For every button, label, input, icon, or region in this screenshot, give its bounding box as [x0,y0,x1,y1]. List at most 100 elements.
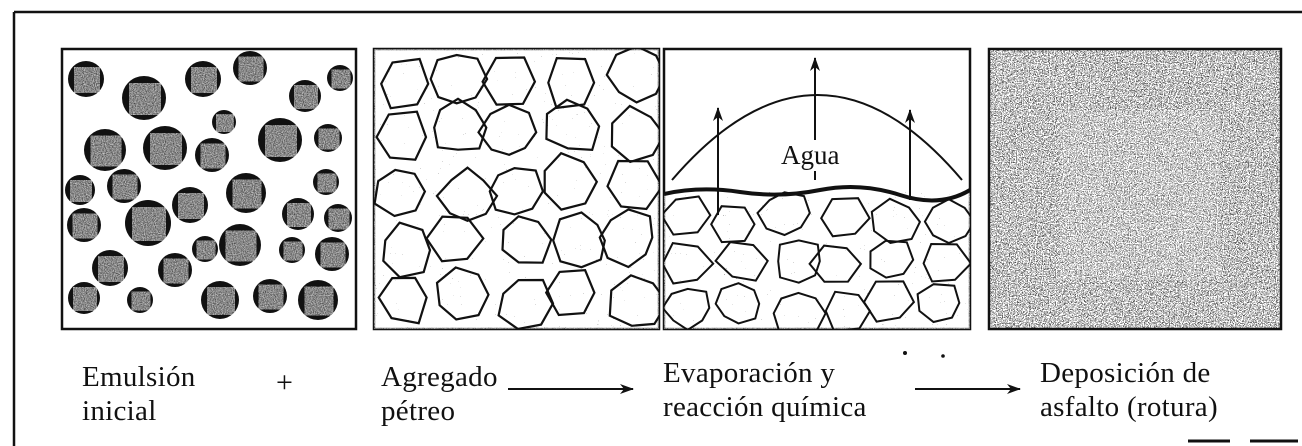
emulsion-droplet-core [200,143,226,169]
stage-label-emulsion-line2: inicial [82,395,157,427]
emulsion-droplet-core [287,203,311,227]
emulsion-droplet-core [74,67,100,93]
aggregate-stone [544,269,596,317]
aggregate-stone [922,242,970,283]
figure-border [12,10,1302,446]
aggregate-stone [777,239,821,284]
aggregate-stone [824,290,872,329]
emulsion-droplet-core [191,67,217,93]
water-label: Agua [777,140,844,171]
aggregate-stone [714,282,761,325]
aggregate-stone [610,104,659,164]
plus-operator: + [276,366,293,399]
emulsion-droplet-core [150,133,182,165]
aggregate-stone [664,287,711,329]
stage-label-deposition-line1: Deposición de [1040,357,1211,389]
aggregate-stone [923,198,970,245]
aggregate-stone [808,244,863,283]
aggregate-stone [377,276,428,325]
emulsion-panel [60,47,358,331]
aggregate-stone [488,166,545,216]
aggregate-stone [869,239,915,279]
aggregate-stone [375,110,428,161]
aggregate-stone [501,215,553,264]
aggregate-stone [756,191,811,237]
aggregate-layer [664,184,970,329]
emulsion-droplet-core [73,287,97,311]
speck-2 [941,354,945,358]
aggregate-stone [435,266,490,321]
aggregate-stones [374,49,659,329]
stage-label-evaporation-line1: Evaporación y [663,357,836,389]
emulsion-droplet-core [238,56,264,82]
emulsion-droplet-core [225,230,257,262]
aggregate-stone [477,103,538,156]
emulsion-droplet-core [178,193,204,219]
aggregate-stone [916,283,961,324]
emulsion-droplet-core [112,174,138,200]
emulsion-droplets [65,51,353,320]
stage-label-aggregate-line1: Agregado [381,361,498,393]
aggregate-stone [714,241,769,282]
evaporation-panel [662,47,972,331]
stage-label-evaporation-line2: reacción química [663,391,867,423]
aggregate-stone [608,274,659,327]
aggregate-stone [497,278,555,329]
aggregate-stone [710,205,756,244]
stage-label-emulsion-line1: Emulsión [82,361,196,393]
emulsion-droplet-core [304,286,334,316]
aggregate-stone [547,56,596,110]
emulsion-droplet-core [131,291,151,311]
aggregate-stone [433,97,488,151]
aggregate-stone [870,197,922,244]
aggregate-stone [664,242,715,285]
emulsion-droplet-core [318,128,340,150]
emulsion-droplet-core [328,208,350,230]
aggregate-stone [552,211,606,269]
emulsion-droplet-core [258,284,284,310]
emulsion-droplet-core [232,179,262,209]
emulsion-droplet-core [163,258,189,284]
emulsion-droplet-core [70,180,92,202]
emulsion-droplet-core [129,83,161,115]
aggregate-stone [435,166,499,222]
emulsion-droplet-core [320,242,346,268]
aggregate-stone [664,195,712,236]
aggregate-stone [481,56,537,106]
aggregate-stone [862,280,916,323]
speck-1 [903,351,907,355]
aggregate-stone [543,151,599,211]
stage-label-deposition: Deposición de asfalto (rotura) [1040,356,1218,424]
deposition-panel [987,47,1283,331]
aggregate-stone [598,208,654,269]
aggregate-stone [429,53,489,105]
emulsion-droplet-core [196,240,216,260]
emulsion-droplet-core [132,207,166,241]
emulsion-droplet-core [283,241,303,261]
emulsion-droplet-core [207,287,235,315]
aggregate-stone [425,215,485,263]
aggregate-stone [379,57,430,110]
emulsion-droplet-core [98,256,124,282]
aggregate-stone [545,98,601,152]
aggregate-stone [605,49,659,104]
aggregate-stone [772,291,827,329]
emulsion-droplet-core [317,173,337,193]
emulsion-droplet-core [331,69,351,89]
emulsion-droplet-core [72,213,98,239]
aggregate-panel [372,47,661,331]
aggregate-stone [374,168,427,218]
stage-label-aggregate-line2: pétreo [381,395,456,427]
emulsion-droplet-core [90,135,122,167]
aggregate-stone [382,221,432,279]
aggregate-stone [820,197,871,238]
aggregate-stone [606,159,659,211]
stage-label-deposition-line2: asfalto (rotura) [1040,391,1218,423]
evaporation-dome [671,94,963,181]
emulsion-droplet-core [216,114,234,132]
emulsion-droplet-core [294,85,318,109]
emulsion-droplet-core [265,125,297,157]
stage-label-evaporation: Evaporación y reacción química [663,356,867,424]
stage-label-aggregate: Agregado pétreo [381,360,498,428]
